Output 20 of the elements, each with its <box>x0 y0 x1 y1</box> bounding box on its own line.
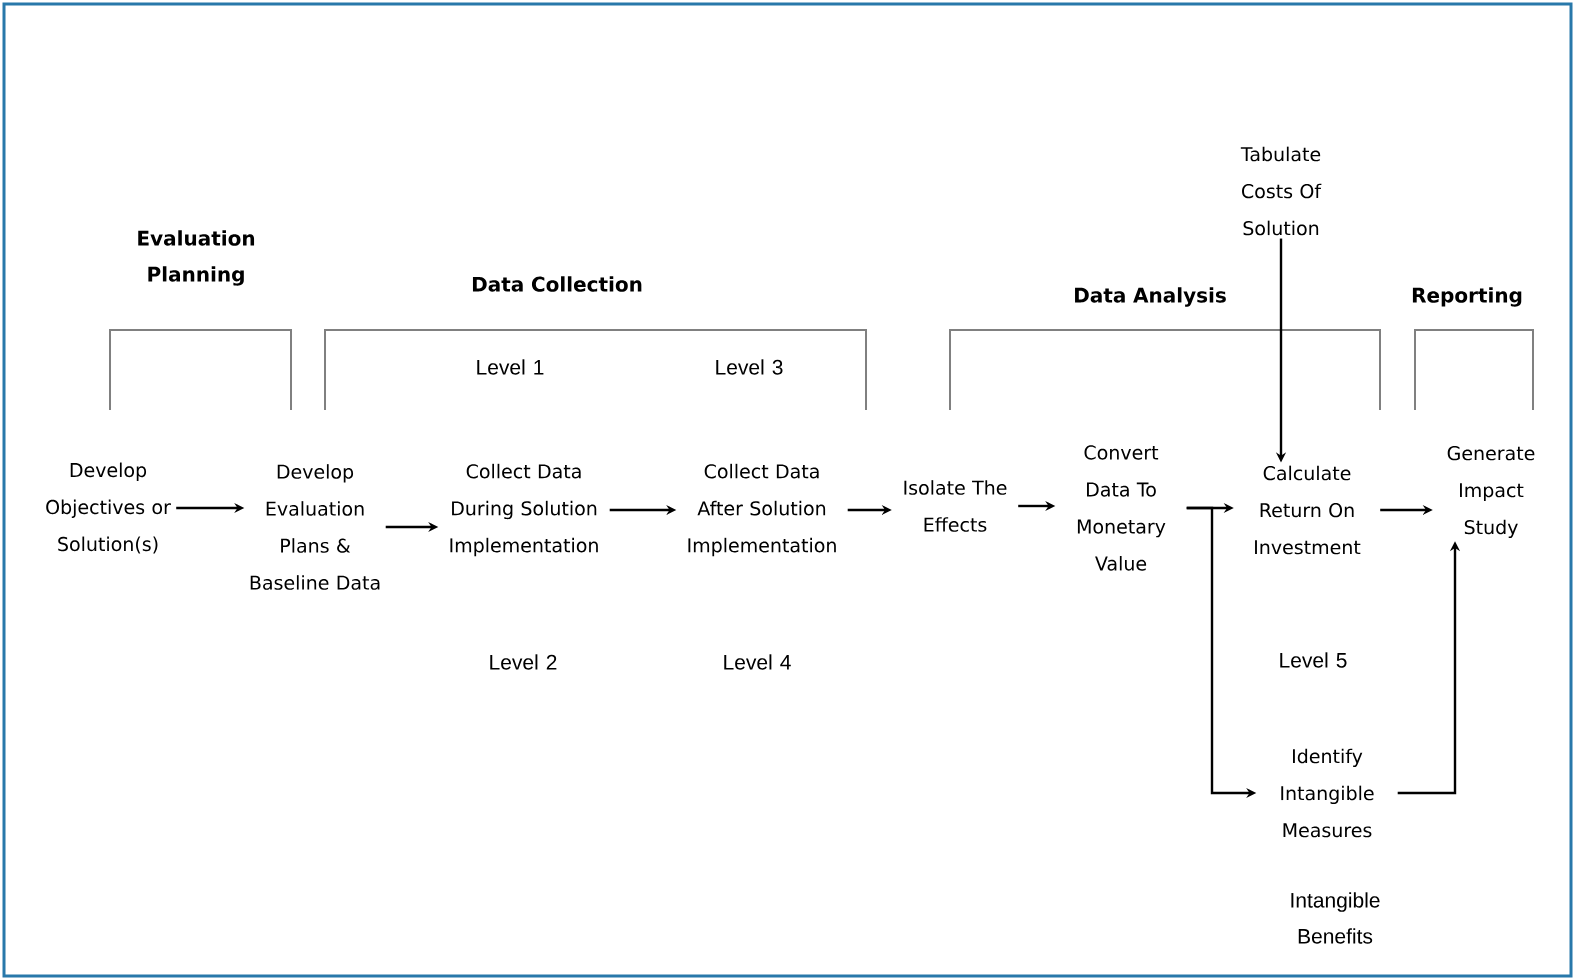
step-text: Calculate Return On Investment <box>1255 465 1361 555</box>
step-text: Convert Data To Monetary Value <box>1077 445 1166 571</box>
level-label: Intangible Benefits <box>1291 892 1380 944</box>
step-text: Collect Data During Solution Implementation <box>450 463 598 557</box>
level-label: Level 5 <box>1280 652 1347 668</box>
level-label: Level 3 <box>716 359 783 375</box>
section-heading: Data Collection <box>472 276 642 292</box>
level-label: Level 1 <box>477 359 544 375</box>
step-text: Tabulate Costs Of Solution <box>1240 146 1322 236</box>
section-heading: Data Analysis <box>1075 287 1226 307</box>
step-text: Isolate The Effects <box>904 480 1007 532</box>
step-text: Develop Evaluation Plans & Baseline Data <box>250 464 380 590</box>
step-text: Generate Impact Study <box>1447 445 1535 539</box>
level-label: Level 2 <box>490 654 557 670</box>
step-text: Collect Data After Solution Implementation <box>688 463 836 557</box>
level-label: Level 4 <box>724 654 791 670</box>
section-heading: Evaluation Planning <box>138 230 255 286</box>
step-text: Identify Intangible Measures <box>1281 748 1374 838</box>
step-text: Develop Objectives or Solution(s) <box>46 462 171 554</box>
section-heading: Reporting <box>1412 287 1522 307</box>
